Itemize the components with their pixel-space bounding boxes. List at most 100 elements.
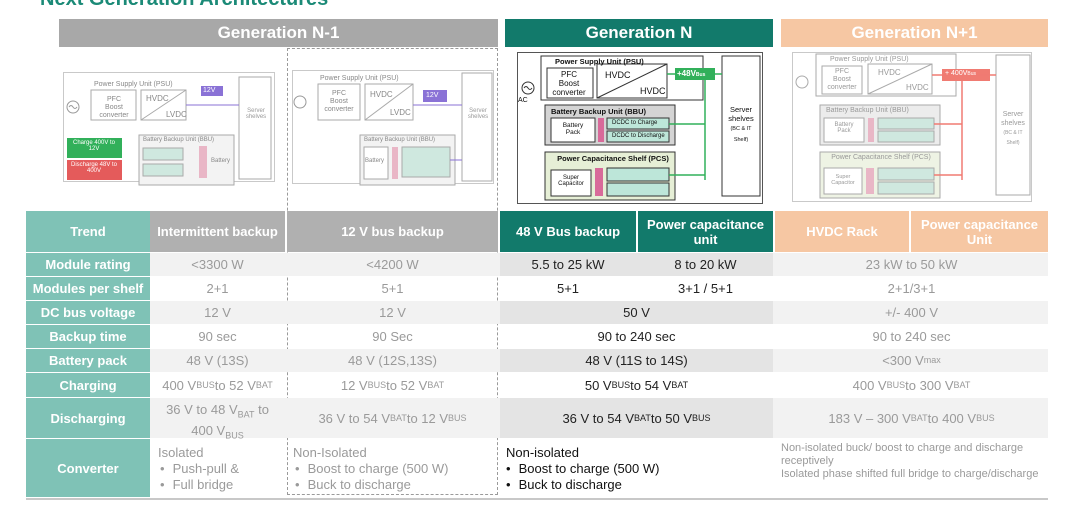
battery-label: Battery — [211, 158, 231, 164]
cell: +/- 400 V — [884, 305, 939, 320]
server-shelves-label: Server shelves(BC & IT Shelf) — [728, 105, 754, 143]
generation-n-minus-1-header: Generation N-1 — [59, 19, 498, 47]
cell: <3300 W — [191, 257, 244, 272]
page-title: Next Generation Architectures — [40, 0, 328, 11]
hvdc-label: HVDC — [605, 70, 631, 80]
cell: 90 to 240 sec — [872, 329, 951, 344]
label-discharging: Discharging — [26, 398, 150, 438]
battery-pack-label: Battery Pack — [834, 122, 854, 134]
super-cap-label: Super Capacitor — [831, 174, 855, 186]
header-intermittent: Intermittent backup — [150, 211, 285, 252]
psu-label: Power Supply Unit (PSU) — [555, 57, 644, 66]
lvdc-label: LVDC — [390, 108, 411, 117]
bbu-label: Battery Backup Unit (BBU) — [143, 137, 215, 143]
discharge-label: Discharge 48V to 400V — [70, 162, 118, 174]
charge-label: Charge 400V to 12V — [72, 140, 116, 152]
cell: 5+1 — [381, 281, 404, 296]
label-module-rating: Module rating — [26, 253, 150, 276]
cell: 50 V — [623, 305, 650, 320]
trend-header: Trend — [26, 211, 150, 252]
psu-label: Power Supply Unit (PSU) — [320, 75, 399, 82]
bus-48v-label: +48VBus — [677, 69, 706, 78]
cell: 48 V (11S to 14S) — [585, 353, 688, 368]
table-bottom-border — [26, 498, 1048, 500]
lvdc-label: LVDC — [166, 110, 187, 119]
hvdc-label-2: HVDC — [906, 83, 929, 92]
cell: 2+1/3+1 — [887, 281, 936, 296]
header-power-cap: Power capacitance unit — [638, 211, 773, 252]
cell: 12 V — [204, 305, 231, 320]
bus-400v-label: + 400VBus — [945, 70, 977, 77]
ac-label: AC — [518, 97, 528, 104]
dcdc-discharge-label: DCDC to Discharge — [612, 133, 665, 139]
bbu-label: Battery Backup Unit (BBU) — [364, 137, 436, 143]
converter-isolated: Isolated Push-pull & Full bridge — [158, 445, 239, 493]
row-bg-n — [500, 301, 773, 324]
hvdc-label-2: HVDC — [640, 86, 666, 96]
generation-n-header: Generation N — [505, 19, 773, 47]
cell: 2+1 — [206, 281, 229, 296]
row-bg-n — [500, 253, 773, 276]
super-cap-label: Super Capacitor — [558, 175, 584, 187]
cell: 90 to 240 sec — [597, 329, 676, 344]
bbu-label: Battery Backup Unit (BBU) — [826, 107, 909, 114]
header-12v-bus: 12 V bus backup — [287, 211, 498, 252]
cell: 5+1 — [556, 281, 580, 296]
label-converter: Converter — [26, 439, 150, 497]
pcs-label: Power Capacitance Shelf (PCS) — [831, 154, 931, 161]
converter-non-isolated-12v: Non-Isolated Boost to charge (500 W) Buc… — [293, 445, 448, 493]
pcs-label: Power Capacitance Shelf (PCS) — [557, 154, 669, 163]
label-backup-time: Backup time — [26, 325, 150, 348]
label-dc-bus-voltage: DC bus voltage — [26, 301, 150, 324]
label-battery-pack: Battery pack — [26, 349, 150, 372]
cell: 5.5 to 25 kW — [531, 257, 605, 272]
server-shelves-label: Server shelves — [467, 108, 489, 120]
generation-n-plus-1-header: Generation N+1 — [781, 19, 1048, 47]
header-power-cap-2: Power capacitance Unit — [911, 211, 1048, 252]
cell: 48 V (12S,13S) — [348, 353, 437, 368]
row-bg-n — [500, 349, 773, 372]
psu-label: Power Supply Unit (PSU) — [830, 56, 909, 63]
converter-hvdc: Non-isolated buck/ boost to charge and d… — [781, 442, 1039, 480]
cell: 23 kW to 50 kW — [865, 257, 958, 272]
cell: 90 Sec — [372, 329, 413, 344]
row-bg-n — [500, 398, 773, 438]
psu-label: Power Supply Unit (PSU) — [94, 81, 173, 88]
cell: 48 V (13S) — [186, 353, 249, 368]
cell: 8 to 20 kW — [674, 257, 737, 272]
bus-12v-label: 12V — [426, 92, 439, 99]
server-shelves-label: Server shelves — [245, 108, 267, 120]
battery-pack-label: Battery Pack — [562, 122, 584, 136]
cell: <4200 W — [366, 257, 419, 272]
hvdc-label: HVDC — [878, 68, 901, 77]
bus-12v-label: 12V — [203, 87, 216, 94]
battery-label: Battery — [365, 158, 385, 164]
hvdc-label: HVDC — [370, 90, 393, 99]
converter-non-isolated-48v: Non-isolated Boost to charge (500 W) Buc… — [506, 445, 659, 493]
bbu-label: Battery Backup Unit (BBU) — [551, 107, 647, 116]
cell: 12 V — [379, 305, 406, 320]
server-shelves-label: Server shelves(BC & IT Shelf) — [1001, 111, 1025, 146]
header-48v-bus: 48 V Bus backup — [500, 211, 636, 252]
header-hvdc-rack: HVDC Rack — [775, 211, 909, 252]
label-modules-per-shelf: Modules per shelf — [26, 277, 150, 300]
label-charging: Charging — [26, 373, 150, 397]
cell: 3+1 / 5+1 — [678, 281, 733, 296]
